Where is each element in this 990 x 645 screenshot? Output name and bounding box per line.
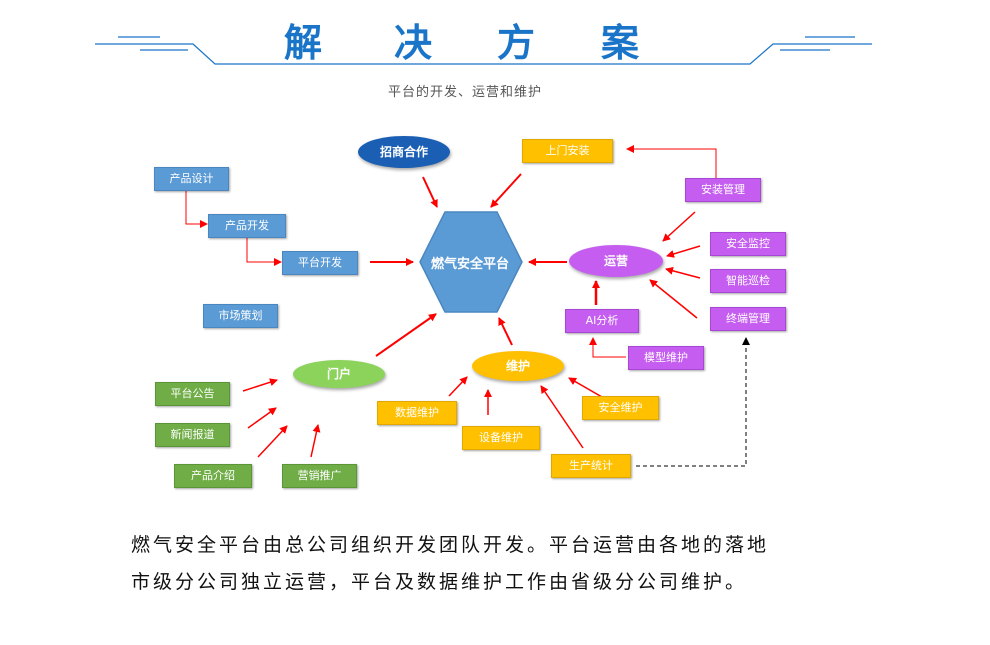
box-safety-maint: 安全维护 [582, 396, 659, 420]
title-char: 方 [497, 21, 536, 65]
arrow-terminal-to-operation [649, 279, 698, 319]
arrow-model-to-ai [589, 337, 626, 358]
box-marketing: 营销推广 [282, 464, 357, 488]
title-char: 解 [284, 21, 323, 65]
box-safety-monitor: 安全监控 [710, 232, 786, 256]
arrow-stats-to-maintenance [540, 385, 584, 449]
description-line-2: 市级分公司独立运营，平台及数据维护工作由省级分公司维护。 [131, 571, 748, 593]
title-char: 案 [601, 21, 640, 65]
box-news: 新闻报道 [155, 423, 230, 447]
arrow-patrol-to-operation [665, 266, 701, 279]
box-ai-analysis: AI分析 [565, 309, 639, 333]
dashed-stats-to-terminal [636, 337, 750, 467]
box-market-plan: 市场策划 [203, 304, 278, 328]
arrow-monitor-to-operation [666, 245, 701, 258]
box-production-stats: 生产统计 [551, 454, 631, 478]
box-install-mgmt: 安装管理 [685, 178, 761, 202]
box-data-maint: 数据维护 [377, 401, 457, 425]
header-decoration [95, 36, 872, 65]
portal-ellipse: 门户 [293, 360, 385, 388]
arrow-news-to-portal [247, 407, 277, 429]
arrow-announce-to-portal [242, 378, 278, 392]
box-device-maint: 设备维护 [462, 426, 540, 450]
box-smart-patrol: 智能巡检 [710, 269, 786, 293]
box-product-intro: 产品介绍 [174, 464, 252, 488]
arrow-merchant-to-center [422, 176, 438, 208]
operation-ellipse: 运营 [569, 245, 663, 277]
merchant-ellipse: 招商合作 [358, 136, 450, 168]
box-model-maint: 模型维护 [628, 346, 704, 370]
arrow-design-to-dev [185, 190, 208, 228]
arrow-installmgmt-to-door [626, 145, 717, 178]
box-announcement: 平台公告 [155, 382, 230, 406]
arrow-marketing-to-portal [310, 424, 321, 458]
arrow-data-to-maintenance [448, 376, 468, 397]
arrow-installmgmt-to-operation [662, 211, 696, 242]
center-hexagon [419, 211, 523, 313]
box-product-dev: 产品开发 [208, 214, 286, 238]
arrow-safety-to-maintenance [568, 377, 603, 398]
arrow-intro-to-portal [257, 425, 288, 458]
box-terminal-mgmt: 终端管理 [710, 307, 786, 331]
maintenance-ellipse: 维护 [472, 351, 564, 381]
description-line-1: 燃气安全平台由总公司组织开发团队开发。平台运营由各地的落地 [131, 534, 770, 556]
box-platform-dev: 平台开发 [282, 251, 358, 275]
subtitle: 平台的开发、运营和维护 [387, 85, 542, 100]
arrow-portal-to-center [375, 313, 437, 357]
arrow-dev-to-platform [246, 237, 282, 266]
center-label: 燃气安全平台 [430, 257, 509, 272]
arrow-install-to-center [490, 173, 522, 208]
box-door-install: 上门安装 [522, 139, 613, 163]
arrow-maintenance-to-center [498, 317, 513, 346]
title-char: 决 [394, 21, 433, 65]
box-product-design: 产品设计 [154, 167, 229, 191]
